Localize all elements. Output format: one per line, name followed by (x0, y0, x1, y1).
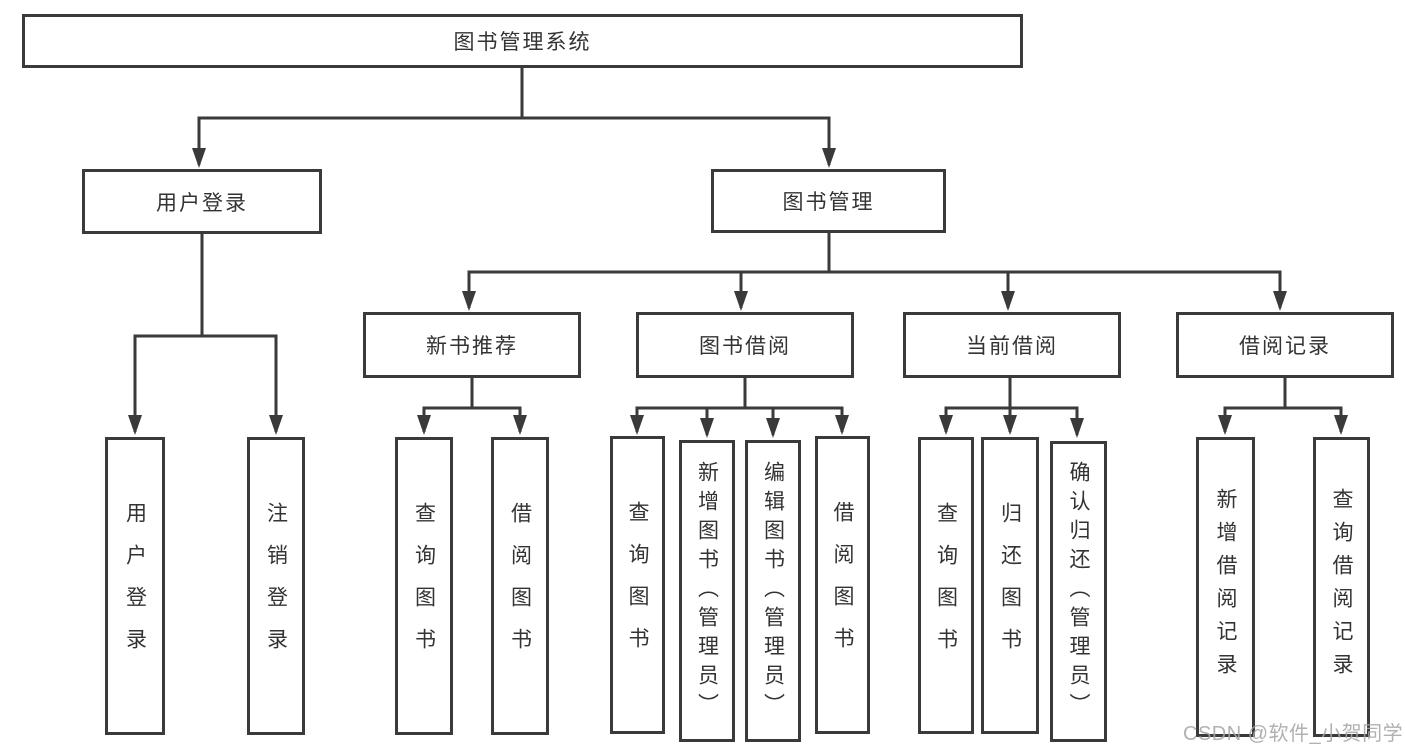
leaf-borrow-books-recommend: 借阅图书 (491, 437, 549, 735)
leaf-query-books-current-label: 查询图书 (934, 501, 958, 670)
leaf-borrow-books: 借阅图书 (815, 436, 870, 734)
leaf-query-books-borrow: 查询图书 (610, 436, 665, 734)
node-current-borrow: 当前借阅 (903, 312, 1121, 378)
leaf-borrow-books-recommend-label: 借阅图书 (508, 502, 532, 670)
leaf-logout: 注销登录 (247, 437, 305, 735)
node-book-management: 图书管理 (711, 169, 946, 233)
node-current-borrow-label: 当前借阅 (966, 335, 1058, 358)
node-user-login: 用户登录 (82, 169, 322, 234)
node-book-borrow: 图书借阅 (636, 312, 854, 378)
node-root: 图书管理系统 (22, 14, 1023, 68)
leaf-add-books-admin: 新增图书（管理员） (679, 440, 735, 742)
leaf-add-books-admin-label: 新增图书（管理员） (695, 460, 719, 722)
leaf-user-login-label: 用户登录 (123, 502, 147, 670)
leaf-add-borrow-record: 新增借阅记录 (1196, 437, 1255, 737)
leaf-query-borrow-record: 查询借阅记录 (1313, 437, 1370, 737)
leaf-query-books-current: 查询图书 (918, 437, 974, 734)
leaf-logout-label: 注销登录 (264, 502, 288, 670)
node-borrow-records-label: 借阅记录 (1239, 335, 1331, 358)
leaf-borrow-books-label: 借阅图书 (831, 501, 854, 669)
leaf-query-borrow-record-label: 查询借阅记录 (1330, 488, 1353, 686)
leaf-edit-books-admin: 编辑图书（管理员） (745, 440, 801, 742)
leaf-return-books-label: 归还图书 (998, 501, 1022, 670)
leaf-confirm-return-admin-label: 确认归还（管理员） (1067, 461, 1090, 722)
node-user-login-label: 用户登录 (156, 191, 248, 215)
leaf-edit-books-admin-label: 编辑图书（管理员） (761, 460, 785, 722)
leaf-query-books-recommend: 查询图书 (395, 437, 453, 735)
node-book-borrow-label: 图书借阅 (699, 335, 791, 358)
leaf-query-books-recommend-label: 查询图书 (412, 502, 436, 670)
node-new-book-recommend: 新书推荐 (363, 312, 581, 378)
node-borrow-records: 借阅记录 (1176, 312, 1394, 378)
leaf-return-books: 归还图书 (981, 437, 1039, 734)
watermark: CSDN @软件_小贺同学 (1183, 723, 1404, 745)
node-root-label: 图书管理系统 (453, 31, 592, 54)
node-new-book-recommend-label: 新书推荐 (426, 335, 518, 358)
leaf-query-books-borrow-label: 查询图书 (626, 501, 649, 669)
node-book-management-label: 图书管理 (782, 191, 875, 214)
leaf-confirm-return-admin: 确认归还（管理员） (1050, 441, 1107, 742)
leaf-user-login: 用户登录 (105, 437, 165, 735)
leaf-add-borrow-record-label: 新增借阅记录 (1214, 488, 1237, 686)
